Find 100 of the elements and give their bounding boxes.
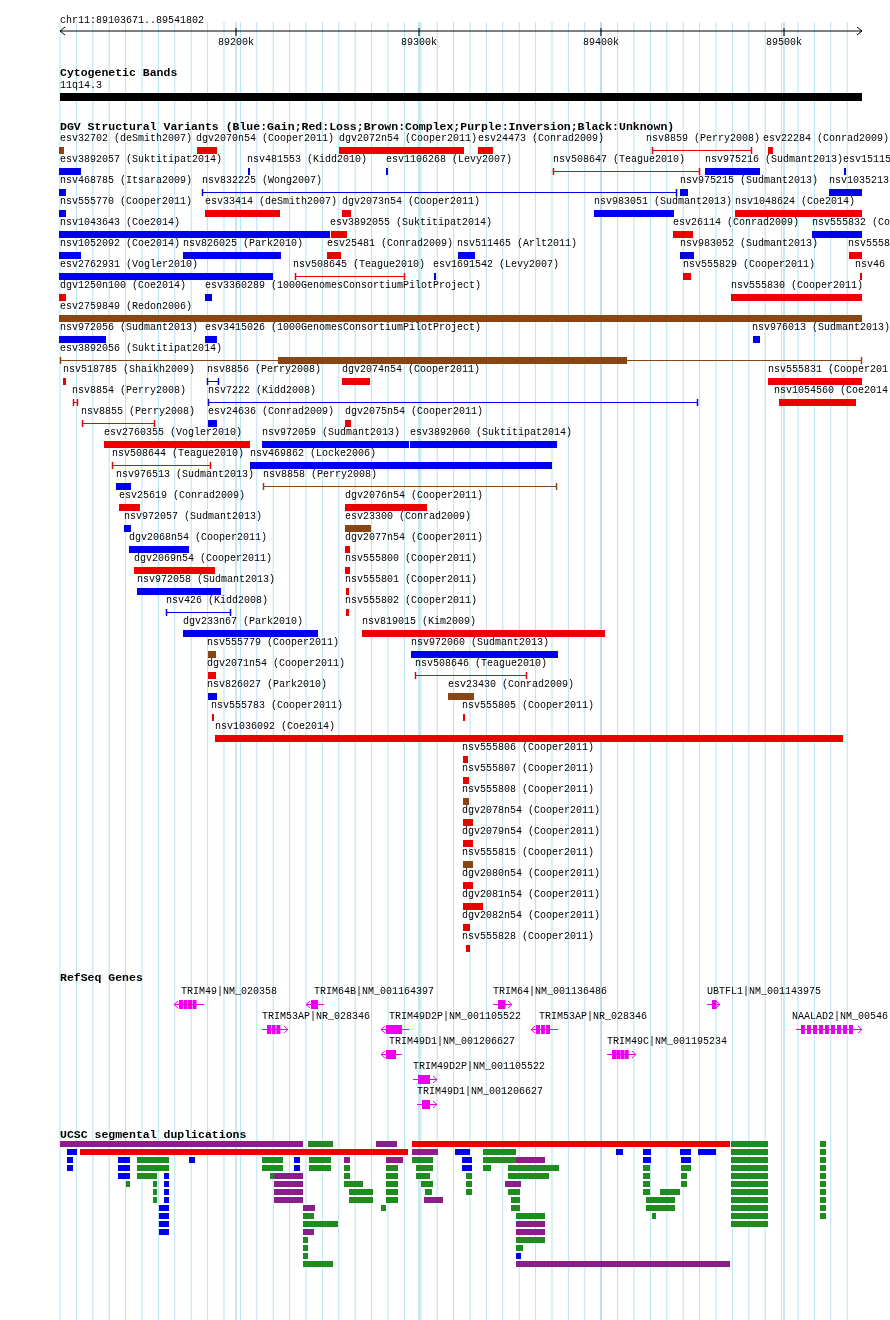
variant-label: esv26114 (Conrad2009) (673, 217, 800, 229)
variant-label: esv1691542 (Levy2007) (433, 259, 560, 271)
variant-label: nsv8858 (Perry2008) (263, 469, 378, 481)
variant-label: dgv2072n54 (Cooper2011) (339, 133, 478, 145)
variant-label: nsv555779 (Cooper2011) (207, 637, 340, 649)
variant-label: dgv2077n54 (Cooper2011) (345, 532, 484, 544)
variant-label: dgv2073n54 (Cooper2011) (342, 196, 481, 208)
variant-label: nsv555808 (Cooper2011) (462, 784, 595, 796)
variant-label: dgv2080n54 (Cooper2011) (462, 868, 601, 880)
variant-label: esv3415026 (1000GenomesConsortiumPilotProject) (205, 322, 482, 334)
variant-label: nsv468785 (Itsara2009) (60, 175, 193, 187)
variant-label: dgv2069n54 (Cooper2011) (134, 553, 273, 565)
variant-label: nsv481553 (Kidd2010) (247, 154, 368, 166)
variant-label: nsv8856 (Perry2008) (207, 364, 322, 376)
variant-label: esv25481 (Conrad2009) (327, 238, 454, 250)
variant-label: nsv508645 (Teague2010) (293, 259, 426, 271)
band-label: 11q14.3 (60, 80, 102, 92)
variant-label: esv2760355 (Vogler2010) (104, 427, 243, 439)
variant-label: esv22284 (Conrad2009) (763, 133, 890, 145)
variant-label: nsv555802 (Cooper2011) (345, 595, 478, 607)
variant-label: nsv508647 (Teague2010) (553, 154, 686, 166)
gene-label: NAALAD2|NM_00546 (792, 1011, 888, 1023)
variant-label: nsv983052 (Sudmant2013) (680, 238, 819, 250)
variant-label: nsv5558 (848, 238, 890, 250)
variant-label: nsv972059 (Sudmant2013) (262, 427, 401, 439)
variant-label: nsv1052092 (Coe2014) (60, 238, 181, 250)
variant-label: nsv972060 (Sudmant2013) (411, 637, 550, 649)
variant-label: nsv8855 (Perry2008) (81, 406, 196, 418)
gene-label: TRIM49D2P|NM_001105522 (389, 1011, 522, 1023)
gene-label: TRIM53AP|NR_028346 (539, 1011, 648, 1023)
variant-label: nsv975215 (Sudmant2013) (680, 175, 819, 187)
variant-label: dgv2068n54 (Cooper2011) (129, 532, 268, 544)
variant-label: esv32702 (deSmith2007) (60, 133, 193, 145)
variant-label: nsv1048624 (Coe2014) (735, 196, 856, 208)
variant-label: nsv555805 (Cooper2011) (462, 700, 595, 712)
variant-label: esv2759849 (Redon2006) (60, 301, 193, 313)
gene-label: TRIM49D2P|NM_001105522 (413, 1061, 546, 1073)
axis-tick-label: 89400k (583, 37, 619, 49)
variant-label: dgv2076n54 (Cooper2011) (345, 490, 484, 502)
gene-label: UBTFL1|NM_001143975 (707, 986, 822, 998)
track-heading: UCSC segmental duplications (60, 1129, 247, 1141)
variant-label: nsv983051 (Sudmant2013) (594, 196, 733, 208)
variant-label: dgv2079n54 (Cooper2011) (462, 826, 601, 838)
variant-label: esv1106268 (Levy2007) (386, 154, 513, 166)
variant-label: dgv2074n54 (Cooper2011) (342, 364, 481, 376)
variant-label: esv23430 (Conrad2009) (448, 679, 575, 691)
variant-label: nsv555832 (Co (812, 217, 890, 229)
variant-label: nsv46 (855, 259, 885, 271)
variant-label: nsv555807 (Cooper2011) (462, 763, 595, 775)
axis-tick-label: 89200k (218, 37, 254, 49)
gene-label: TRIM49|NM_020358 (181, 986, 277, 998)
variant-label: esv3892060 (Suktitipat2014) (410, 427, 573, 439)
track-heading: Cytogenetic Bands (60, 67, 178, 79)
variant-label: esv23300 (Conrad2009) (345, 511, 472, 523)
variant-label: nsv972058 (Sudmant2013) (137, 574, 276, 586)
variant-label: dgv233n67 (Park2010) (183, 616, 304, 628)
track-heading: RefSeq Genes (60, 972, 143, 984)
variant-label: nsv972057 (Sudmant2013) (124, 511, 263, 523)
variant-label: nsv975216 (Sudmant2013) (705, 154, 844, 166)
variant-label: nsv555806 (Cooper2011) (462, 742, 595, 754)
variant-label: nsv1054560 (Coe2014 (774, 385, 889, 397)
gene-label: TRIM53AP|NR_028346 (262, 1011, 371, 1023)
variant-label: esv24473 (Conrad2009) (478, 133, 605, 145)
variant-label: nsv1036092 (Coe2014) (215, 721, 336, 733)
variant-label: nsv555830 (Cooper2011) (731, 280, 864, 292)
gene-label: TRIM49D1|NM_001206627 (389, 1036, 516, 1048)
axis-tick-label: 89500k (766, 37, 802, 49)
variant-label: nsv511465 (Arlt2011) (457, 238, 578, 250)
variant-label: nsv1043643 (Coe2014) (60, 217, 181, 229)
variant-label: nsv555783 (Cooper2011) (211, 700, 344, 712)
variant-label: esv33414 (deSmith2007) (205, 196, 338, 208)
variant-label: esv25619 (Conrad2009) (119, 490, 246, 502)
variant-label: esv3892057 (Suktitipat2014) (60, 154, 223, 166)
variant-label: nsv555828 (Cooper2011) (462, 931, 595, 943)
variant-label: dgv2071n54 (Cooper2011) (207, 658, 346, 670)
variant-label: nsv555770 (Cooper2011) (60, 196, 193, 208)
variant-label: nsv518785 (Shaikh2009) (63, 364, 196, 376)
variant-label: nsv555800 (Cooper2011) (345, 553, 478, 565)
variant-label: nsv1035213 (829, 175, 889, 187)
variant-label: nsv972056 (Sudmant2013) (60, 322, 199, 334)
gene-label: TRIM49D1|NM_001206627 (417, 1086, 544, 1098)
variant-label: nsv819015 (Kim2009) (362, 616, 477, 628)
coordinate-label: chr11:89103671..89541802 (60, 15, 205, 27)
variant-label: nsv469862 (Locke2006) (250, 448, 377, 460)
axis-tick-label: 89300k (401, 37, 437, 49)
variant-label: dgv2070n54 (Cooper2011) (196, 133, 335, 145)
gene-label: TRIM49C|NM_001195234 (607, 1036, 728, 1048)
variant-label: nsv555831 (Cooper201 (768, 364, 889, 376)
variant-label: dgv2075n54 (Cooper2011) (345, 406, 484, 418)
variant-label: nsv555829 (Cooper2011) (683, 259, 816, 271)
variant-label: nsv976513 (Sudmant2013) (116, 469, 255, 481)
variant-label: nsv7222 (Kidd2008) (208, 385, 317, 397)
variant-label: dgv2082n54 (Cooper2011) (462, 910, 601, 922)
variant-label: nsv826027 (Park2010) (207, 679, 328, 691)
variant-label: esv3892056 (Suktitipat2014) (60, 343, 223, 355)
variant-label: dgv1250n100 (Coe2014) (60, 280, 187, 292)
variant-label: dgv2078n54 (Cooper2011) (462, 805, 601, 817)
variant-label: nsv508644 (Teague2010) (112, 448, 245, 460)
variant-label: nsv555801 (Cooper2011) (345, 574, 478, 586)
variant-label: esv15115 (843, 154, 890, 166)
